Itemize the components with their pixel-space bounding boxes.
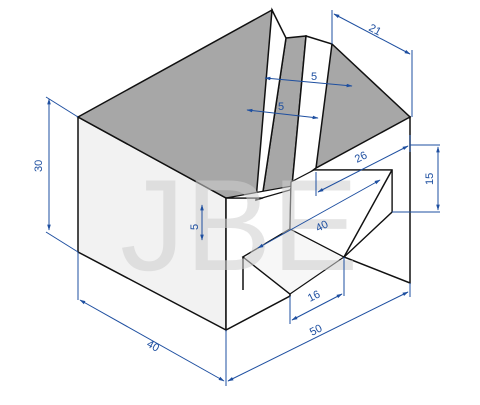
dim-left-small: 5 — [189, 224, 201, 230]
dim-step-depth: 26 — [353, 149, 369, 165]
dim-slot-a: 5 — [311, 71, 317, 83]
dim-slot-b: 5 — [278, 101, 284, 113]
dim-top-right: 21 — [367, 22, 383, 38]
dim-depth: 40 — [145, 338, 162, 354]
dim-channel-width: 16 — [306, 288, 322, 304]
dim-right-height: 15 — [424, 173, 436, 185]
dim-height: 30 — [33, 160, 45, 172]
dim-channel-depth: 40 — [314, 218, 330, 234]
dim-width: 50 — [308, 322, 324, 338]
